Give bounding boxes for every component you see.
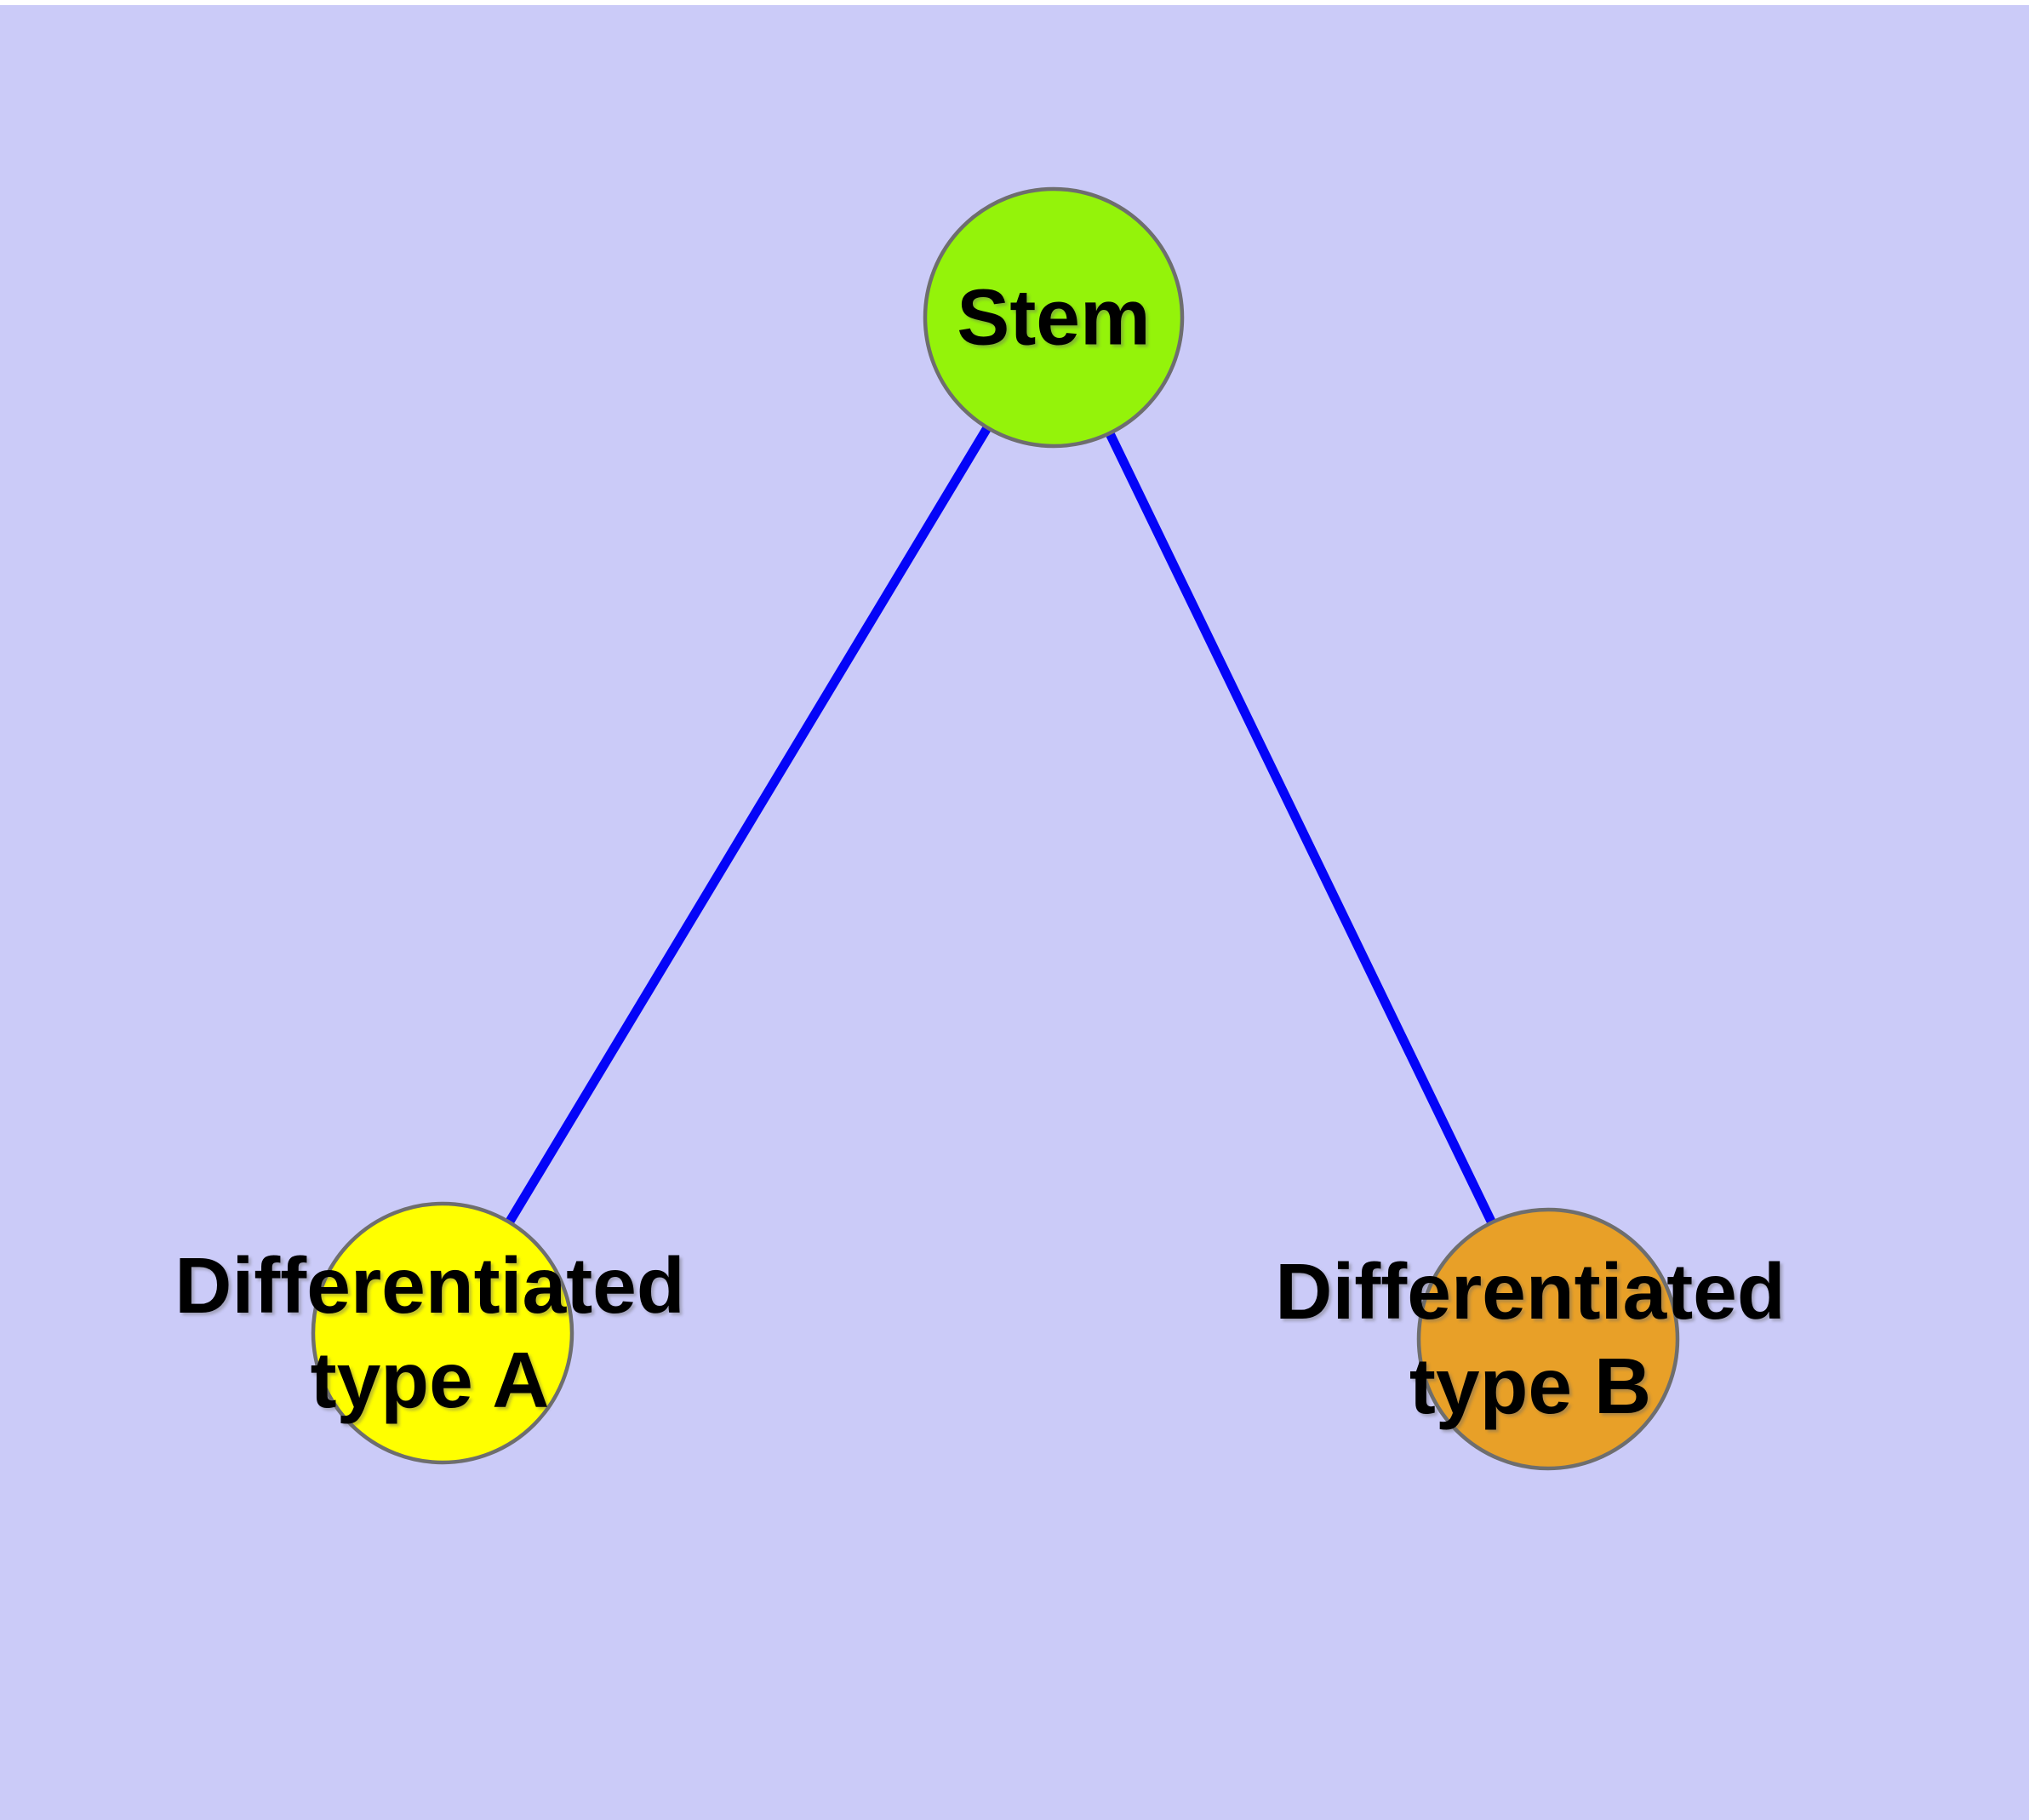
- node-type-a-circle: [311, 1201, 574, 1465]
- node-stem-circle: [923, 186, 1185, 449]
- node-type-b-circle: [1416, 1207, 1680, 1471]
- edge-stem-to-type-a: [438, 315, 1058, 1336]
- edge-stem-to-type-b: [1049, 315, 1552, 1342]
